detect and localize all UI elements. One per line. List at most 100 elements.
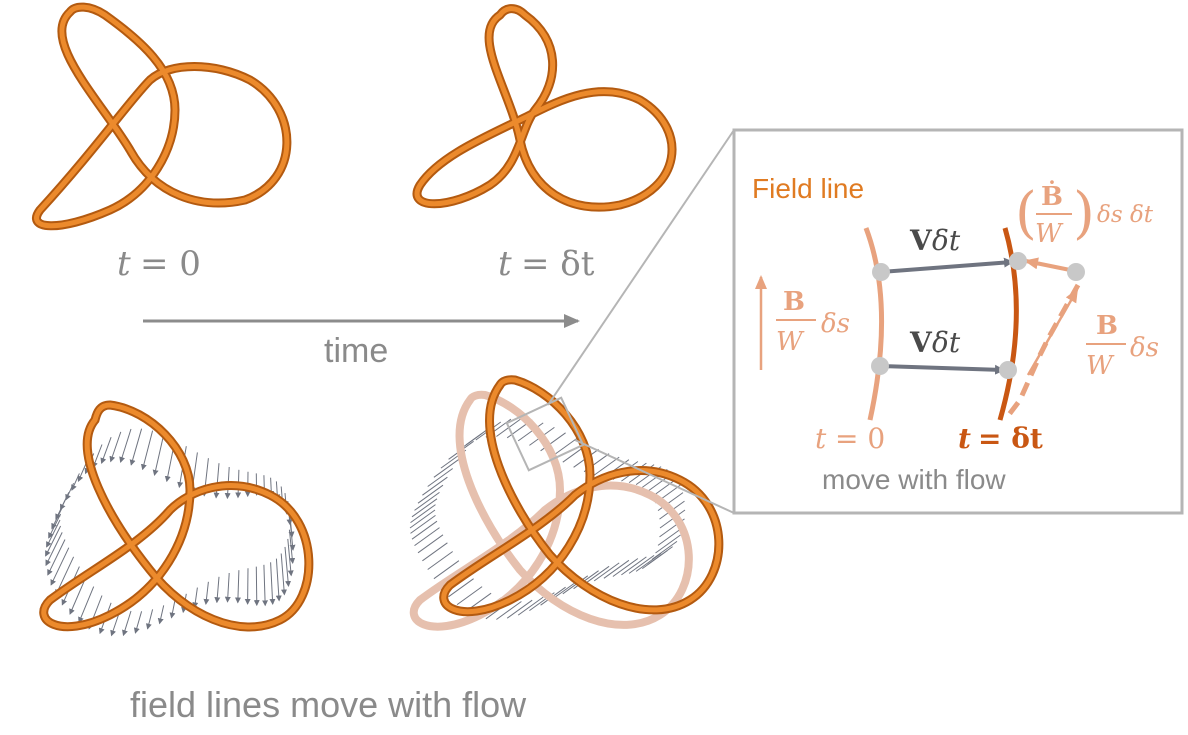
ribbon-hatch xyxy=(496,601,522,620)
flow-vector xyxy=(60,492,70,511)
ribbon-hatch xyxy=(417,484,444,504)
flow-vector xyxy=(213,463,220,499)
ribbon-hatch xyxy=(593,456,620,476)
right-frac-suffix: δs xyxy=(1130,333,1159,363)
flow-vector xyxy=(129,428,143,466)
ribbon-hatch xyxy=(635,552,662,572)
flow-vector xyxy=(65,482,75,501)
correction-arrow xyxy=(1024,257,1076,273)
flow-vector xyxy=(119,428,132,463)
flow-vector xyxy=(284,546,292,587)
label-tdt-eq: = δt xyxy=(521,244,595,284)
ribbon-hatch xyxy=(414,527,440,547)
right-frac-den: W xyxy=(1086,351,1115,381)
velocity-arrow-upper xyxy=(880,257,1014,274)
flow-vector xyxy=(145,609,154,630)
top-frac-paren-left: ( xyxy=(1015,181,1037,246)
zoom-box xyxy=(505,396,585,472)
flow-vector xyxy=(157,605,165,625)
ribbon-hatch xyxy=(410,514,436,534)
field-line-t0 xyxy=(863,227,885,421)
top-frac-num: Ḃ xyxy=(1041,180,1063,212)
point-tdt-lower xyxy=(999,361,1017,379)
left-frac-den: W xyxy=(776,327,805,357)
inset-t0-eq: = 0 xyxy=(835,422,885,455)
flow-vector xyxy=(287,538,294,577)
flow-vector xyxy=(46,519,61,548)
ribbon-hatch xyxy=(417,534,444,554)
flow-vector xyxy=(280,553,288,596)
knot-t0 xyxy=(32,2,292,231)
flow-vector xyxy=(192,587,199,609)
velocity-arrow-lower xyxy=(879,364,1005,375)
ribbon-hatch xyxy=(422,476,448,496)
flow-vector xyxy=(253,566,260,607)
ribbon-hatch xyxy=(427,468,453,487)
point-t0-lower xyxy=(871,357,889,375)
lower-velocity-label-bold: V xyxy=(909,326,933,359)
inset-tdt-var: t xyxy=(958,422,971,455)
flow-vector xyxy=(78,586,95,624)
bottom-caption: field lines move with flow xyxy=(130,684,527,725)
flow-vector xyxy=(262,564,269,607)
label-t0-var: t xyxy=(117,244,131,284)
flow-vector xyxy=(140,430,154,471)
ribbon-hatch xyxy=(422,542,448,562)
top-frac-suffix: δs δt xyxy=(1097,202,1154,228)
inset-footer: move with flow xyxy=(822,464,1006,495)
flow-vector xyxy=(71,473,80,491)
time-label: time xyxy=(324,332,388,370)
flow-vector xyxy=(275,558,282,602)
flow-vector xyxy=(69,576,87,615)
ribbon-hatch xyxy=(593,562,620,582)
flow-vector xyxy=(269,562,276,605)
knot-tdt xyxy=(412,4,677,212)
point-tdt-upper xyxy=(1009,252,1027,270)
flow-vector xyxy=(48,513,62,539)
ribbon-hatch xyxy=(612,558,639,577)
ribbon-hatch xyxy=(551,581,578,600)
flow-vector xyxy=(203,581,210,605)
upper-velocity-label-rest: δt xyxy=(932,224,961,257)
flow-vector xyxy=(122,610,132,637)
ribbon-hatch xyxy=(621,556,647,576)
ribbon-hatch xyxy=(642,550,668,570)
ribbon-hatch xyxy=(433,560,460,580)
flow-vector xyxy=(224,572,231,603)
ribbon-hatch xyxy=(448,578,474,598)
inset-tdt-eq: = δt xyxy=(978,422,1043,455)
ribbon-hatch xyxy=(562,575,589,595)
top-frac-den: W xyxy=(1035,219,1064,249)
left-frac-num: B xyxy=(783,287,805,317)
knot-ribbon xyxy=(409,375,724,631)
flow-vector xyxy=(133,611,143,634)
ribbon-hatch xyxy=(517,596,544,616)
ribbon-hatch xyxy=(433,458,460,478)
flow-vector xyxy=(47,539,66,576)
left-frac-suffix: δs xyxy=(821,309,850,339)
ribbon-hatch xyxy=(409,509,436,529)
ribbon-hatch xyxy=(583,565,610,585)
flow-vector xyxy=(77,463,87,483)
right-frac-num: B xyxy=(1096,311,1118,341)
zoom-line-top xyxy=(547,129,735,406)
flow-vector xyxy=(45,532,63,567)
ribbon-hatch xyxy=(414,491,440,511)
ribbon-hatch xyxy=(410,504,436,524)
ribbon-hatch xyxy=(603,559,630,579)
top-frac-paren-right: ) xyxy=(1073,181,1095,246)
flow-vector xyxy=(45,525,62,557)
point-advected-upper xyxy=(1067,263,1085,281)
flow-vector xyxy=(109,431,122,463)
ribbon-hatch xyxy=(517,422,544,442)
ribbon-hatch xyxy=(427,551,453,570)
label-t0-eq: = 0 xyxy=(140,244,201,284)
flow-vector xyxy=(92,444,103,469)
flow-vector xyxy=(100,437,112,465)
flow-vector xyxy=(234,570,241,604)
flow-vector xyxy=(152,434,165,476)
ribbon-hatch xyxy=(411,520,438,540)
ribbon-hatch xyxy=(657,526,684,546)
inset-t0-var: t xyxy=(815,422,827,455)
